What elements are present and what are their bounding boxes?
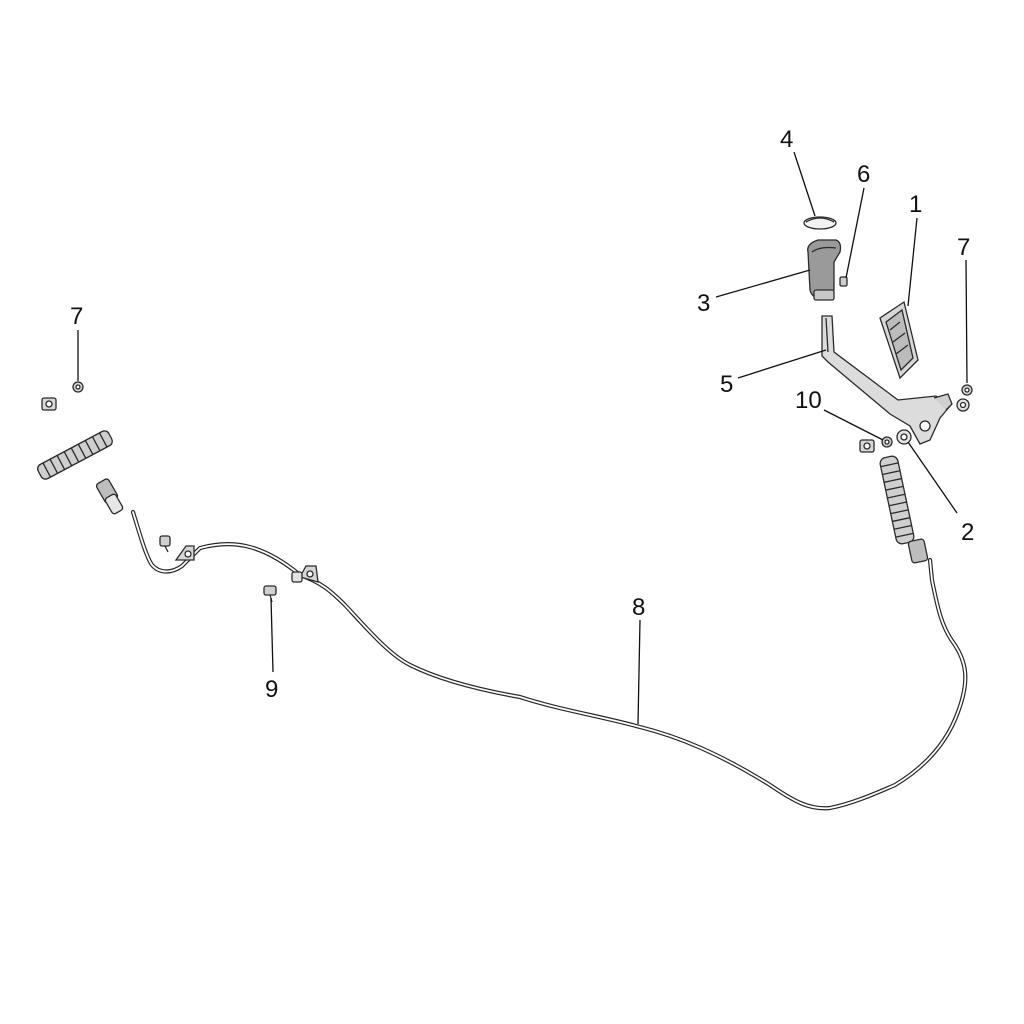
callout-4: 4 xyxy=(780,126,793,153)
nut-right xyxy=(956,384,973,412)
parking-brake-cable xyxy=(130,509,968,811)
leader-lines xyxy=(77,151,968,725)
knob-cap-part-4 xyxy=(803,216,837,230)
callout-7-left: 7 xyxy=(70,303,83,330)
bolt-near-bracket xyxy=(159,535,171,553)
cable-bracket-mid xyxy=(291,565,319,583)
callout-10: 10 xyxy=(795,387,822,414)
callout-1: 1 xyxy=(909,191,922,218)
lever-arm-part-5 xyxy=(821,315,953,445)
callout-6: 6 xyxy=(857,161,870,188)
leader-8 xyxy=(637,619,641,725)
leader-1 xyxy=(907,217,918,307)
leader-10 xyxy=(823,409,884,441)
leader-4 xyxy=(793,151,816,217)
left-cable-boot xyxy=(37,397,124,515)
callout-labels: 4 6 1 7 3 5 10 2 7 8 9 xyxy=(70,126,974,703)
handle-knob-part-3 xyxy=(807,239,842,301)
leader-5 xyxy=(737,349,827,379)
leader-7-right xyxy=(965,259,968,384)
leader-3 xyxy=(715,269,811,298)
pin-part-6 xyxy=(839,276,848,287)
callout-5: 5 xyxy=(720,371,733,398)
right-cable-boot xyxy=(859,439,929,564)
washer-part-2 xyxy=(896,429,912,445)
nut-part-10 xyxy=(881,436,893,448)
callout-2: 2 xyxy=(961,519,974,546)
callout-3: 3 xyxy=(697,290,710,317)
leader-9 xyxy=(270,597,274,673)
leader-2 xyxy=(907,441,958,514)
callout-7-right: 7 xyxy=(957,234,970,261)
bolt-part-9 xyxy=(263,585,277,603)
callout-8: 8 xyxy=(632,594,645,621)
pedal-pad-part-1 xyxy=(879,300,919,380)
leader-6 xyxy=(845,187,865,279)
callout-9: 9 xyxy=(265,676,278,703)
cable-bracket-left xyxy=(174,545,195,561)
nut-left xyxy=(72,381,84,393)
